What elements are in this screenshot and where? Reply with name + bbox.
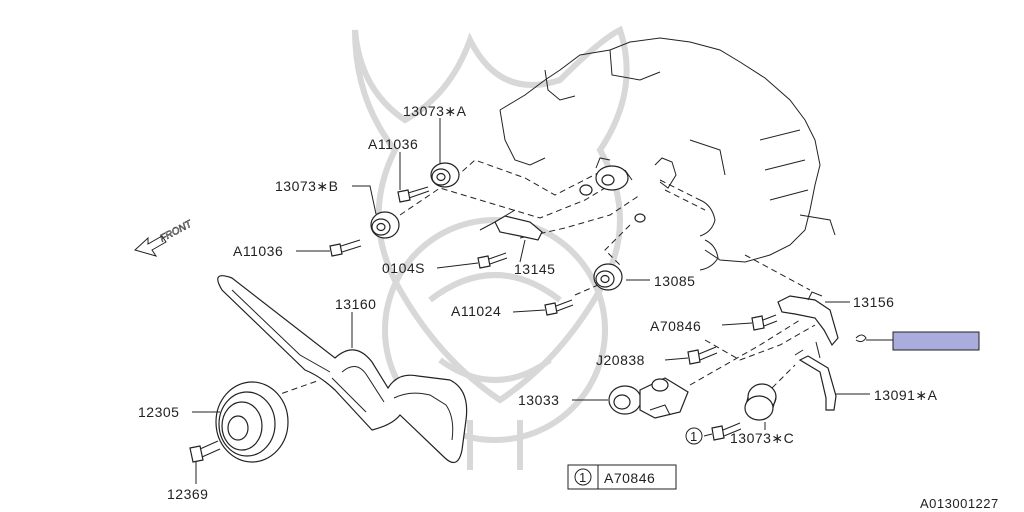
drive-belt-13160: [217, 275, 468, 464]
bolt-0104s: [477, 252, 508, 269]
idler-pulley-13073c: [744, 383, 777, 421]
legend: 1 A70846: [567, 464, 677, 490]
highlight-box[interactable]: [892, 331, 980, 351]
label-13156: 13156: [853, 294, 894, 310]
engine-block: [499, 37, 836, 271]
label-callout-1: 1: [690, 429, 698, 444]
bracket-13145: [479, 209, 543, 241]
diagram-id: A013001227: [920, 496, 999, 511]
front-label: FRONT: [158, 218, 194, 244]
bolt-a11024: [544, 299, 574, 316]
label-12369: 12369: [167, 486, 208, 502]
legend-part: A70846: [604, 470, 655, 486]
bolt-a11036-top: [397, 186, 430, 203]
bolt-callout-1: [711, 422, 742, 441]
front-arrow: FRONT: [134, 218, 195, 257]
label-a70846: A70846: [650, 318, 701, 334]
label-a11024: A11024: [451, 303, 501, 319]
legend-number-circle: [574, 468, 592, 486]
idler-pulley-13085: [593, 263, 623, 291]
bolt-a11036-lower: [329, 239, 362, 257]
idler-pulley-13073a: [430, 162, 460, 188]
callout-1-circle: [685, 427, 703, 445]
label-13073b: 13073∗B: [275, 178, 339, 194]
label-13033: 13033: [518, 392, 559, 408]
label-13073a: 13073∗A: [403, 103, 467, 119]
label-13145: 13145: [514, 261, 555, 277]
idler-pulley-13073b: [370, 211, 400, 239]
bolt-12369: [189, 440, 221, 463]
label-j20838: J20838: [596, 352, 645, 368]
bolt-j20838: [687, 346, 718, 365]
crank-pulley-12305: [215, 381, 289, 463]
tensioner-13033: [608, 377, 689, 419]
label-a11036-lower: A11036: [233, 243, 283, 259]
label-13073c: 13073∗C: [730, 430, 794, 446]
part-labels: 13073∗A A11036 13073∗B A11036 0104S 1314…: [138, 103, 938, 502]
bracket-13156: [777, 291, 867, 347]
label-13085: 13085: [654, 273, 695, 289]
leader-lines: [192, 118, 893, 484]
label-0104s: 0104S: [382, 260, 425, 276]
label-a11036-top: A11036: [368, 136, 418, 152]
legend-number: 1: [579, 470, 587, 485]
label-12305: 12305: [138, 404, 179, 420]
label-13160: 13160: [335, 296, 376, 312]
engine-tensioner-mount: [579, 157, 677, 223]
label-13091a: 13091∗A: [874, 387, 938, 403]
bolt-a70846: [751, 314, 778, 331]
rod-13091a: [794, 341, 837, 411]
